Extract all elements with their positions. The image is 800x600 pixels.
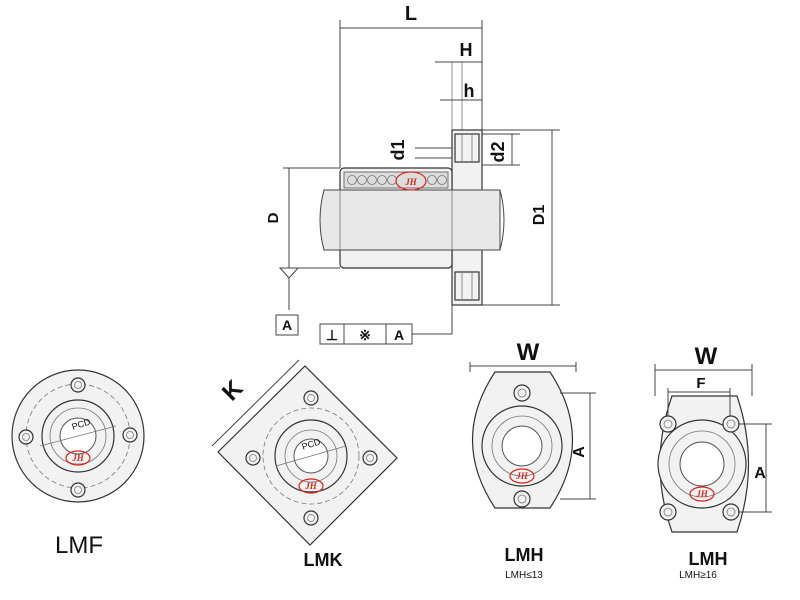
shaft bbox=[319, 189, 501, 251]
caption-lmf: LMF bbox=[55, 532, 103, 559]
svg-text:JH: JH bbox=[695, 489, 709, 499]
dim-H-label: H bbox=[460, 40, 473, 60]
dim-L-label: L bbox=[405, 3, 417, 25]
logo-lmh-large bbox=[689, 486, 715, 502]
dim-A-label-small: A bbox=[571, 446, 588, 458]
logo-lmf bbox=[65, 450, 91, 466]
logo-lmh-small bbox=[509, 468, 535, 484]
caption-lmh-large: LMH bbox=[689, 549, 728, 569]
logo-lmk bbox=[298, 478, 324, 494]
caption-lmk: LMK bbox=[304, 550, 343, 570]
bolt-hole-icon bbox=[18, 377, 138, 498]
tolerance-mark: ※ bbox=[359, 327, 371, 343]
dim-F-label: F bbox=[696, 375, 705, 392]
dim-K-label: K bbox=[217, 375, 249, 407]
bolt-hole-icon bbox=[513, 384, 531, 508]
dim-d2-label: d2 bbox=[488, 141, 508, 162]
caption-lmh-small: LMH bbox=[505, 545, 544, 565]
svg-text:JH: JH bbox=[515, 471, 529, 481]
tolerance-frame: ⊥ ※ A bbox=[319, 305, 453, 345]
datum-box bbox=[275, 314, 299, 336]
dim-d1-label: d1 bbox=[388, 139, 408, 160]
dim-D1-label: D1 bbox=[531, 205, 548, 226]
datum-A-label: A bbox=[282, 317, 292, 333]
svg-text:JH: JH bbox=[404, 177, 418, 187]
svg-text:JH: JH bbox=[304, 481, 318, 491]
note-lmh-large: LMH≥16 bbox=[679, 570, 717, 581]
view-lmh-large: W F JH A LMH LMH≥16 bbox=[654, 343, 772, 581]
dim-W-label-large: W bbox=[695, 343, 718, 370]
dim-h-label: h bbox=[464, 81, 475, 101]
view-lmh-small: W JH A LMH LMH≤13 bbox=[469, 339, 596, 581]
perp-symbol: ⊥ bbox=[326, 327, 338, 343]
dim-A-label-large: A bbox=[754, 465, 766, 482]
note-lmh-small: LMH≤13 bbox=[505, 570, 543, 581]
dim-D-label: D bbox=[265, 212, 282, 223]
frame-datum-label: A bbox=[394, 327, 404, 343]
dim-W-label-small: W bbox=[517, 339, 540, 366]
bolt-hole-icon bbox=[245, 390, 378, 526]
logo-side: JH bbox=[395, 171, 427, 191]
view-lmf: PCD JH LMF bbox=[11, 369, 145, 559]
view-lmk: PCD JH K LMK bbox=[211, 359, 398, 570]
side-view: L H h d1 d2 D1 bbox=[265, 3, 560, 345]
svg-text:JH: JH bbox=[71, 453, 85, 463]
bolt-hole-icon bbox=[659, 415, 740, 521]
